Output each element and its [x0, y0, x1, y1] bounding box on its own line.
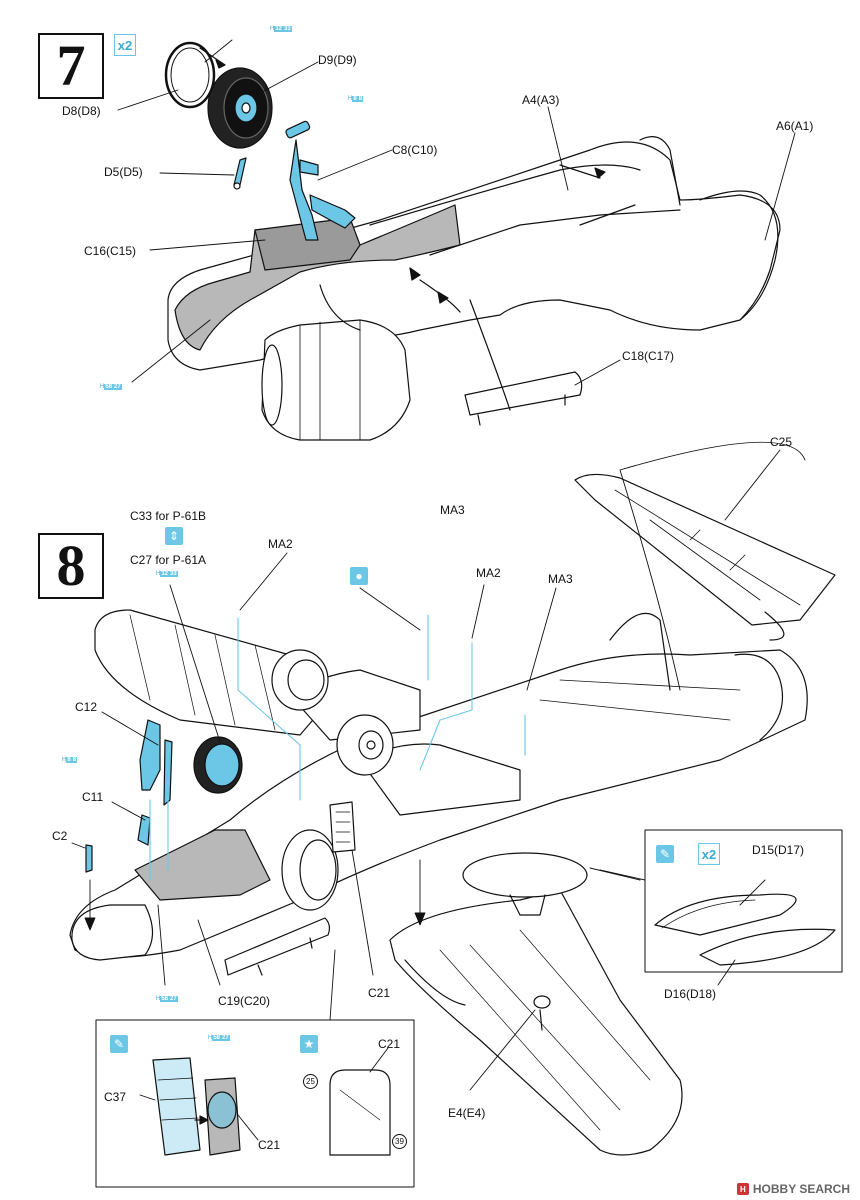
brush-icon-c37: ✎ — [110, 1035, 128, 1053]
label-d15: D15(D17) — [752, 843, 805, 857]
label-a4: A4(A3) — [522, 93, 560, 107]
label-c27: C27 for P-61A — [130, 553, 207, 567]
label-c25: C25 — [770, 435, 793, 449]
landing-strut-c8 — [285, 120, 356, 241]
part-e4 — [533, 995, 551, 1031]
label-d9: D9(D9) — [318, 53, 357, 67]
wheel-hub-d8 — [164, 41, 226, 109]
watermark: H HOBBY SEARCH — [736, 1182, 850, 1196]
multiplier-badge-7: x2 — [114, 34, 136, 56]
wheel-c33-c27 — [193, 736, 243, 794]
label-c21-inset: C21 — [258, 1138, 281, 1152]
label-ma3-right: MA3 — [548, 572, 573, 586]
inset-c37-c21 — [95, 1019, 415, 1188]
small-arm-d5 — [233, 157, 247, 190]
label-c11: C11 — [82, 790, 104, 804]
step8-guide-lines — [149, 614, 526, 881]
label-ma2-left: MA2 — [268, 537, 293, 551]
cockpit-shade-8 — [134, 829, 271, 901]
label-a6: A6(A1) — [776, 119, 814, 133]
label-c8: C8(C10) — [392, 143, 438, 157]
step8-leaders — [71, 441, 806, 1091]
decal-number-25: 25 — [303, 1074, 318, 1089]
label-c21-decal: C21 — [378, 1037, 401, 1051]
label-c2: C2 — [52, 829, 68, 843]
brand-text: HOBBY SEARCH — [752, 1182, 850, 1196]
label-c21-main: C21 — [368, 986, 391, 1000]
wing-panel-c25 — [574, 473, 836, 641]
multiplier-badge-8: x2 — [698, 843, 720, 865]
label-ma2-right: MA2 — [476, 566, 501, 580]
inset-d15-d16 — [644, 829, 843, 986]
wheels-step8 — [271, 649, 394, 776]
label-c19: C19(C20) — [218, 994, 271, 1008]
label-d16: D16(D18) — [664, 987, 717, 1001]
main-wheel-d9 — [207, 67, 273, 149]
brush-icon-d15: ✎ — [656, 845, 674, 863]
glue-drop-icon: ● — [350, 567, 368, 585]
brand-logo-icon: H — [736, 1183, 749, 1195]
step7-leaders — [117, 39, 796, 386]
label-c33: C33 for P-61B — [130, 509, 207, 523]
step-number-8: 8 — [38, 533, 104, 599]
swap-icon: ⇕ — [165, 527, 183, 545]
star-icon-decal: ★ — [300, 1035, 318, 1053]
step-number-7: 7 — [38, 33, 104, 99]
decal-number-39: 39 — [392, 1134, 407, 1149]
label-c12: C12 — [75, 700, 98, 714]
label-d8: D8(D8) — [62, 104, 101, 118]
label-c16: C16(C15) — [84, 244, 137, 258]
c21-parts — [329, 801, 588, 916]
label-c18: C18(C17) — [622, 349, 675, 363]
label-d5: D5(D5) — [104, 165, 143, 179]
label-c37: C37 — [104, 1090, 127, 1104]
step7-fuselage — [167, 136, 781, 441]
label-e4: E4(E4) — [448, 1106, 486, 1120]
label-ma3-left: MA3 — [440, 503, 465, 517]
